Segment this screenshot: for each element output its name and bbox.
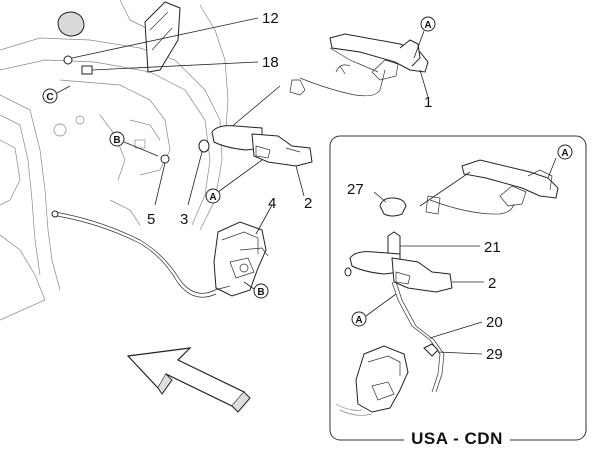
inner-trim-bracket <box>144 1 181 73</box>
inset-title: USA - CDN <box>411 429 503 448</box>
inset-rod-part-20 <box>391 281 483 393</box>
inset-usa-cdn: USA - CDN A 27 21 <box>329 135 587 449</box>
callout-3: 3 <box>180 211 188 228</box>
inset-clip-part-29 <box>423 343 483 357</box>
callout-12: 12 <box>262 10 279 27</box>
grommet-part-3 <box>187 139 210 206</box>
inset-outer-handle <box>419 157 559 215</box>
screw-part-12 <box>63 17 259 65</box>
svg-text:C: C <box>46 92 53 103</box>
vehicle-body-outline <box>0 0 229 321</box>
door-lock-part-4 <box>213 204 273 297</box>
direction-arrow <box>126 347 251 413</box>
callout-21: 21 <box>484 239 501 256</box>
callout-2-inset: 2 <box>488 275 496 292</box>
ref-circle-a-mid: A <box>205 188 221 204</box>
svg-text:B: B <box>113 135 120 146</box>
callout-5: 5 <box>147 211 155 228</box>
clip-part-18 <box>81 61 259 75</box>
inset-inner-handle-part-2 <box>344 251 484 293</box>
inset-ref-circle-a-top: A <box>557 144 573 160</box>
bolt-part-5 <box>154 154 170 206</box>
release-cable <box>51 210 231 298</box>
callout-1: 1 <box>424 94 432 111</box>
svg-text:B: B <box>257 287 264 298</box>
callout-20: 20 <box>486 314 503 331</box>
ref-circle-a-top: A <box>413 16 436 59</box>
ref-circle-c: C <box>42 85 71 104</box>
svg-text:A: A <box>209 192 216 203</box>
inner-door-handle-part-2 <box>211 125 313 197</box>
inset-door-lock <box>335 345 409 416</box>
svg-text:A: A <box>355 315 362 326</box>
ref-circle-b-lower: B <box>243 281 269 299</box>
outer-door-handle-part-1 <box>229 33 429 129</box>
svg-text:A: A <box>424 20 431 31</box>
svg-text:A: A <box>561 148 568 159</box>
callout-4: 4 <box>268 195 276 212</box>
rubber-cap <box>57 11 85 37</box>
inset-button-part-27 <box>373 191 407 217</box>
callout-18: 18 <box>262 54 279 71</box>
callout-29: 29 <box>486 346 503 363</box>
callout-2: 2 <box>304 195 312 212</box>
inset-ref-circle-a-mid: A <box>351 293 397 327</box>
ref-circle-b-upper: B <box>109 131 159 157</box>
callout-27: 27 <box>347 181 364 198</box>
